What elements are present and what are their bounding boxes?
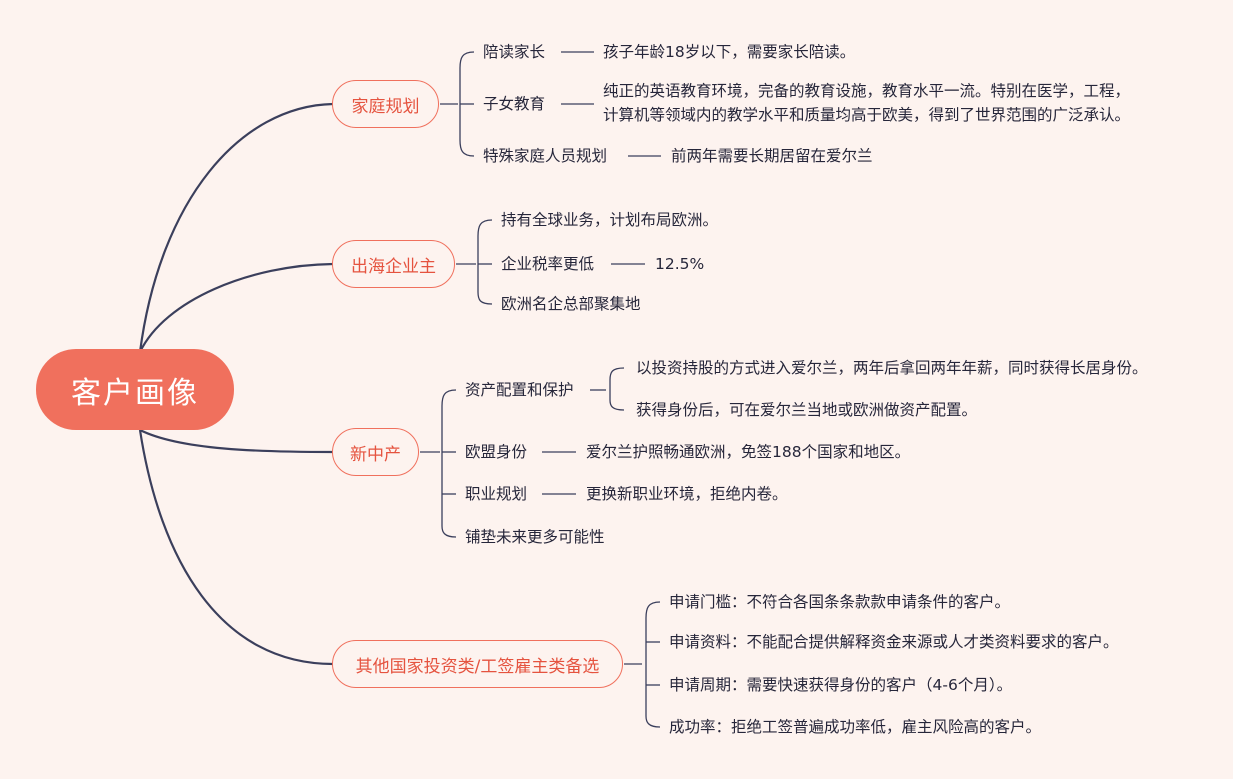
detail-asset-allocation-2: 获得身份后，可在爱尔兰当地或欧洲做资产配置。: [636, 401, 978, 419]
item-success-rate[interactable]: 成功率：拒绝工签普遍成功率低，雇主风险高的客户。: [669, 718, 1042, 736]
edge-root-other: [138, 429, 334, 666]
item-future-possibilities[interactable]: 铺垫未来更多可能性: [465, 528, 605, 546]
branch-other-countries[interactable]: 其他国家投资类/工签雇主类备选: [332, 640, 623, 688]
item-child-education[interactable]: 子女教育: [483, 95, 546, 113]
item-eu-identity[interactable]: 欧盟身份: [465, 443, 528, 461]
item-career-planning[interactable]: 职业规划: [465, 485, 528, 503]
item-special-family-planning[interactable]: 特殊家庭人员规划: [483, 147, 608, 165]
item-application-threshold[interactable]: 申请门槛：不符合各国条条款款申请条件的客户。: [669, 593, 1011, 611]
detail-eu-identity: 爱尔兰护照畅通欧洲，免签188个国家和地区。: [586, 443, 911, 461]
detail-lower-tax: 12.5%: [655, 255, 705, 273]
detail-asset-allocation-1: 以投资持股的方式进入爱尔兰，两年后拿回两年年薪，同时获得长居身份。: [636, 359, 1148, 377]
branch-family-planning[interactable]: 家庭规划: [332, 80, 439, 128]
detail-career-planning: 更换新职业环境，拒绝内卷。: [586, 485, 788, 503]
detail-child-education-line-1: 纯正的英语教育环境，完备的教育设施，教育水平一流。特别在医学，工程，: [603, 82, 1131, 100]
item-application-period[interactable]: 申请周期：需要快速获得身份的客户（4-6个月）。: [669, 676, 1013, 694]
item-accompanying-parent[interactable]: 陪读家长: [483, 43, 546, 61]
branch-overseas-business[interactable]: 出海企业主: [332, 240, 455, 288]
detail-child-education-line-2: 计算机等领域内的教学水平和质量均高于欧美，得到了世界范围的广泛承认。: [603, 106, 1131, 124]
detail-special-family-planning: 前两年需要长期居留在爱尔兰: [671, 147, 873, 165]
edge-root-family: [138, 102, 334, 353]
edge-root-middle: [139, 429, 334, 454]
root-node[interactable]: 客户画像: [36, 349, 234, 430]
branch-new-middle-class[interactable]: 新中产: [332, 428, 419, 476]
item-global-business[interactable]: 持有全球业务，计划布局欧洲。: [501, 211, 719, 229]
detail-accompanying-parent: 孩子年龄18岁以下，需要家长陪读。: [603, 43, 856, 61]
item-eu-headquarters[interactable]: 欧洲名企总部聚集地: [501, 295, 641, 313]
item-asset-allocation[interactable]: 资产配置和保护: [465, 381, 574, 399]
item-lower-tax[interactable]: 企业税率更低: [501, 255, 595, 273]
item-application-materials[interactable]: 申请资料：不能配合提供解释资金来源或人才类资料要求的客户。: [669, 633, 1119, 651]
edge-root-overseas: [139, 262, 334, 353]
